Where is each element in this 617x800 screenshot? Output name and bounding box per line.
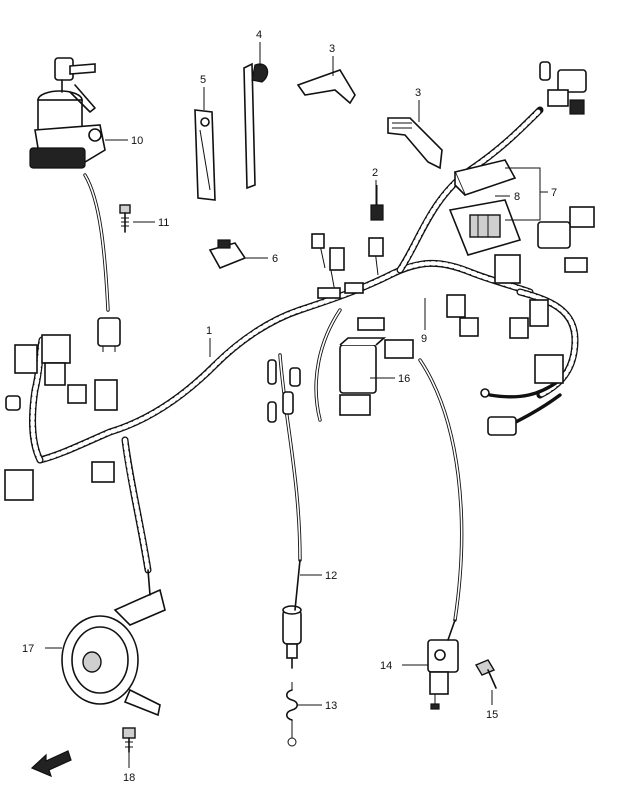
clamp-4 — [243, 62, 269, 190]
callout-5: 5 — [200, 74, 206, 86]
clamp-3b — [387, 117, 443, 170]
relay-box — [339, 337, 414, 416]
harness-branch-wires — [83, 173, 562, 622]
callout-1: 1 — [206, 325, 212, 337]
callout-3b: 3 — [415, 87, 421, 99]
callout-9: 9 — [421, 333, 427, 345]
bolt-11 — [119, 204, 131, 233]
horn — [61, 569, 166, 717]
resistor-6 — [208, 239, 247, 270]
fuse-holder — [448, 159, 522, 284]
ignition-switch — [29, 57, 106, 169]
connector-2 — [370, 185, 384, 221]
ignition-connector — [97, 317, 121, 352]
callout-4: 4 — [256, 29, 262, 41]
callout-13: 13 — [325, 700, 337, 712]
clamp-5 — [194, 109, 216, 201]
callout-12: 12 — [325, 570, 337, 582]
callout-labels: 1 2 3 3 4 5 6 7 8 9 10 11 12 13 14 15 16… — [22, 29, 557, 784]
top-right-connectors — [539, 61, 587, 115]
callout-6: 6 — [272, 253, 278, 265]
callout-16: 16 — [398, 373, 410, 385]
callout-11: 11 — [158, 217, 169, 229]
right-connectors — [446, 206, 595, 436]
callout-17: 17 — [22, 643, 34, 655]
clamp-3a — [296, 69, 356, 105]
callout-3a: 3 — [329, 43, 335, 55]
callout-14: 14 — [380, 660, 392, 672]
center-connectors — [267, 233, 385, 423]
callout-18: 18 — [123, 772, 135, 784]
front-brake-switch — [427, 619, 459, 710]
bolt-18 — [122, 727, 136, 753]
rear-brake-switch — [282, 559, 302, 669]
leader-lines — [45, 42, 548, 768]
callout-10: 10 — [131, 135, 143, 147]
left-connectors — [4, 334, 118, 501]
screw-15 — [474, 659, 497, 689]
spring-13 — [285, 682, 299, 747]
callout-2: 2 — [372, 167, 378, 179]
callout-15: 15 — [486, 709, 498, 721]
callout-8: 8 — [514, 191, 520, 203]
callout-7: 7 — [551, 187, 557, 199]
front-direction-arrow — [30, 750, 72, 778]
